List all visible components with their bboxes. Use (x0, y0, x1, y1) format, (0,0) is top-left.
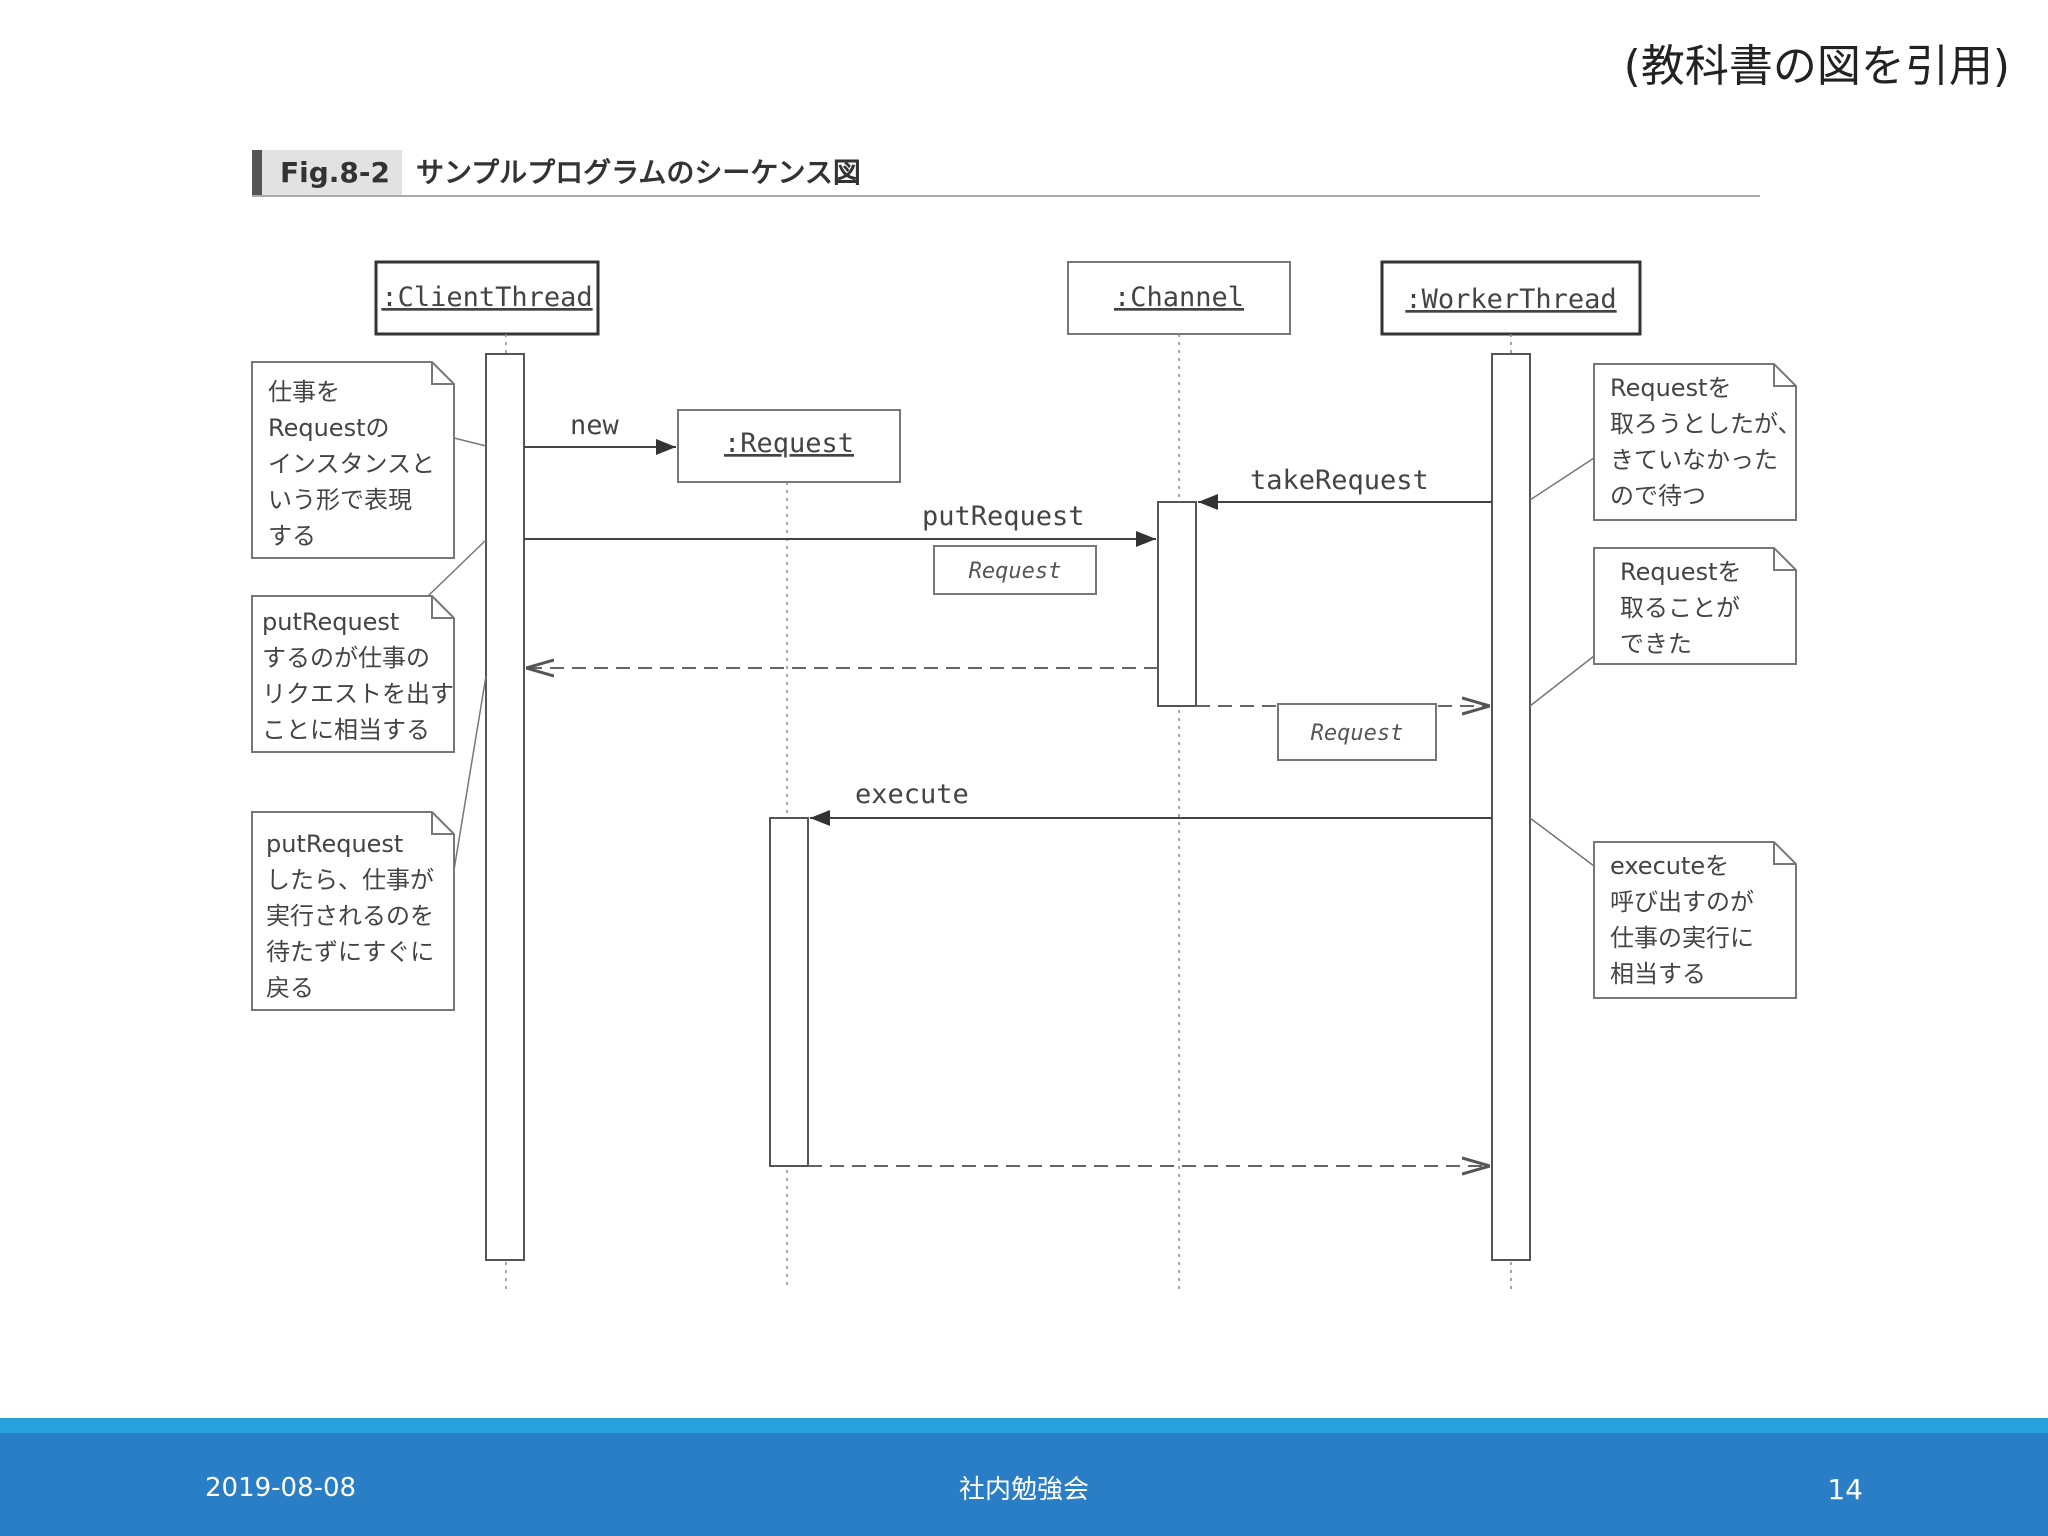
footer-stripe (0, 1418, 2048, 1433)
note-left-3: putRequest したら、仕事が 実行されるのを 待たずにすぐに 戻る (251, 675, 487, 1011)
note-right-1-line: Requestを (1610, 374, 1732, 402)
note-left-2-line: ことに相当する (262, 716, 430, 744)
svg-text:putRequest したら、仕事が: putRequest したら、仕事が 実行されるのを 待たずにすぐに 戻る (266, 830, 442, 1002)
activation-worker (1491, 353, 1531, 1261)
note-right-2-line: Requestを (1620, 558, 1742, 586)
sequence-diagram: Fig.8-2 サンプルプログラムのシーケンス図 :ClientThread :… (251, 150, 1809, 1290)
figure-title-text: サンプルプログラムのシーケンス図 (416, 156, 861, 189)
lifeline-channel: :Channel (1067, 261, 1291, 335)
note-right-1-line: 取ろうとしたが、 (1610, 410, 1802, 438)
svg-text:仕事を Requestの インスタン: 仕事を Requestの インスタンスと いう形で表現 する (268, 378, 443, 550)
svg-text:putRequest するのが仕事の: putRequest するのが仕事の リクエストを出す ことに相当する (262, 608, 462, 744)
lifeline-request-label: :Request (724, 428, 854, 459)
message-new-label: new (570, 410, 620, 441)
note-right-3: executeを 呼び出すのが 仕事の実行に 相当する (1529, 817, 1797, 999)
lifeline-client-label: :ClientThread (381, 282, 592, 313)
message-takerequest-label: takeRequest (1250, 465, 1429, 496)
page-number: 14 (1827, 1473, 1863, 1506)
note-left-1-line: する (268, 522, 316, 550)
note-left-3-line: putRequest (266, 830, 403, 858)
note-right-1-line: きていなかった (1610, 446, 1778, 474)
message-execute-label: execute (855, 779, 969, 810)
message-putrequest-label: putRequest (922, 501, 1085, 532)
footer-title: 社内勉強会 (958, 1475, 1089, 1505)
note-left-3-line: 待たずにすぐに (266, 938, 434, 966)
return-takerequest: Request (1196, 704, 1490, 761)
note-left-1-line: インスタンスと (268, 450, 435, 478)
note-left-3-line: したら、仕事が (266, 866, 434, 894)
takerequest-return-value: Request (1311, 721, 1404, 746)
message-new: new (524, 410, 676, 455)
lifeline-channel-label: :Channel (1114, 282, 1244, 313)
message-takerequest: takeRequest (1198, 465, 1492, 510)
note-right-3-line: executeを (1610, 852, 1729, 880)
footer-bar: 2019-08-08 社内勉強会 14 (0, 1433, 2048, 1536)
note-left-2-line: putRequest (262, 608, 399, 636)
svg-text:Requestを 取ろうとしたが、: Requestを 取ろうとしたが、 きていなかった ので待つ (1610, 374, 1809, 510)
figure-title: Fig.8-2 サンプルプログラムのシーケンス図 (252, 150, 1760, 197)
note-right-1: Requestを 取ろうとしたが、 きていなかった ので待つ (1529, 363, 1809, 521)
note-right-3-line: 呼び出すのが (1610, 888, 1754, 916)
source-note: (教科書の図を引用) (1623, 41, 2010, 92)
note-left-2-line: リクエストを出す (262, 680, 454, 708)
putrequest-argument: Request (969, 559, 1062, 584)
note-right-1-line: ので待つ (1610, 482, 1706, 510)
message-execute: execute (810, 779, 1492, 826)
activation-request (769, 817, 809, 1167)
footer-date: 2019-08-08 (205, 1473, 357, 1503)
note-left-1: 仕事を Requestの インスタンスと いう形で表現 する (251, 361, 487, 559)
lifeline-request: :Request (677, 409, 901, 483)
svg-text:executeを 呼び出すのが 仕事: executeを 呼び出すのが 仕事の実行に 相当する (1610, 852, 1762, 988)
lifeline-client: :ClientThread (374, 260, 600, 336)
note-right-3-line: 仕事の実行に (1610, 924, 1754, 952)
note-left-2-line: するのが仕事の (262, 644, 430, 672)
note-left-2: putRequest するのが仕事の リクエストを出す ことに相当する (251, 539, 487, 753)
figure-label: Fig.8-2 (280, 156, 390, 189)
note-left-3-line: 戻る (266, 974, 314, 1002)
activation-channel (1157, 501, 1197, 707)
note-right-2-line: できた (1620, 630, 1692, 658)
lifeline-worker: :WorkerThread (1380, 260, 1642, 336)
svg-text:Requestを 取ることが できた: Requestを 取ることが できた (1620, 558, 1749, 658)
lifeline-worker-label: :WorkerThread (1405, 284, 1616, 315)
note-left-1-line: Requestの (268, 414, 390, 442)
note-left-1-line: いう形で表現 (268, 486, 412, 514)
note-right-3-line: 相当する (1610, 960, 1706, 988)
message-putrequest: putRequest Request (524, 501, 1156, 595)
note-left-1-line: 仕事を (268, 378, 340, 406)
note-right-2-line: 取ることが (1620, 594, 1740, 622)
note-left-3-line: 実行されるのを (266, 902, 434, 930)
note-right-2: Requestを 取ることが できた (1529, 547, 1797, 707)
activation-client (485, 353, 525, 1261)
